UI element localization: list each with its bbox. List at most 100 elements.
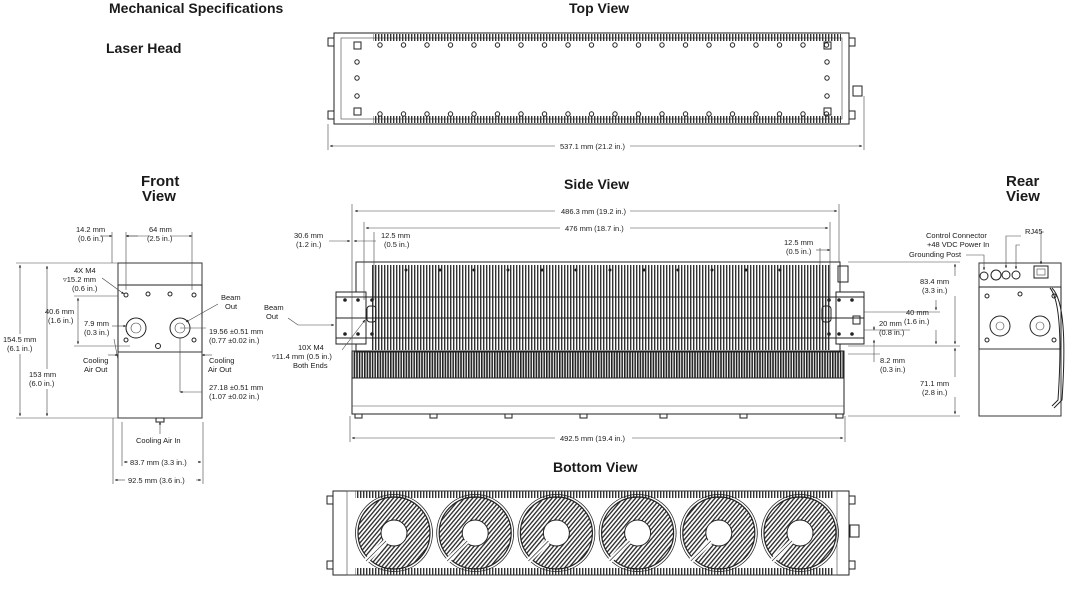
- front-dim-153-in: (6.0 in.): [29, 379, 55, 388]
- rear-control-connector: Control Connector: [926, 231, 987, 240]
- side-beam-out-2: Out: [266, 312, 279, 321]
- front-dim-27-18-in: (1.07 ±0.02 in.): [209, 392, 260, 401]
- side-dim-486-3: 486.3 mm (19.2 in.): [561, 207, 627, 216]
- cooling-fan: [761, 494, 839, 572]
- side-m4-label: 10X M4: [298, 343, 324, 352]
- foot: [739, 413, 748, 419]
- top-screw: [565, 42, 571, 48]
- side-dim-30-6: 30.6 mm: [294, 231, 323, 240]
- top-screw: [706, 111, 712, 117]
- top-screw: [635, 42, 642, 48]
- top-screw: [753, 42, 759, 48]
- front-view-title-2: View: [142, 188, 176, 205]
- side-screw: [472, 268, 476, 272]
- front-cool-out-right-2: Air Out: [208, 365, 232, 374]
- top-view-title: Top View: [569, 0, 629, 16]
- top-length-label: 537.1 mm (21.2 in.): [560, 142, 626, 151]
- front-beam-out: Beam: [221, 293, 241, 302]
- rear-rj45: RJ45: [1025, 227, 1043, 236]
- top-screw: [588, 42, 595, 48]
- top-screw: [753, 111, 759, 117]
- side-view-title: Side View: [564, 176, 629, 192]
- foot: [354, 413, 363, 419]
- top-screw: [565, 111, 571, 117]
- top-screw: [776, 111, 783, 117]
- top-screw: [800, 111, 806, 117]
- front-dim-27-18: 27.18 ±0.51 mm: [209, 383, 263, 392]
- front-m4-depth: ▿15.2 mm: [63, 275, 96, 284]
- side-dim-20: 20 mm: [879, 319, 902, 328]
- side-dim-476: 476 mm (18.7 in.): [565, 224, 624, 233]
- top-screw: [471, 42, 477, 48]
- top-screw: [706, 42, 712, 48]
- side-screw: [850, 298, 854, 302]
- top-screw: [612, 42, 618, 48]
- subtitle: Laser Head: [106, 40, 181, 56]
- front-view-title-1: Front: [141, 173, 179, 190]
- side-screw: [370, 332, 374, 336]
- top-screw: [471, 111, 477, 117]
- top-screw: [447, 111, 454, 117]
- top-screw: [776, 42, 783, 48]
- side-screw: [574, 268, 578, 272]
- front-dim-19-56-in: (0.77 ±0.02 in.): [209, 336, 260, 345]
- top-screw: [518, 111, 524, 117]
- front-dim-40-6-in: (1.6 in.): [48, 316, 74, 325]
- cooling-fan: [517, 494, 596, 572]
- front-dim-92-5: 92.5 mm (3.6 in.): [128, 476, 185, 485]
- top-screw: [541, 42, 548, 48]
- side-screw: [404, 268, 408, 272]
- rear-view-title-1: Rear: [1006, 173, 1040, 190]
- top-screw: [377, 42, 383, 48]
- side-screw: [343, 332, 347, 336]
- front-beam-out-2: Out: [225, 302, 238, 311]
- side-dim-83-4: 83.4 mm: [920, 277, 949, 286]
- side-screw: [778, 268, 782, 272]
- top-screw: [354, 93, 360, 99]
- top-screw: [800, 42, 806, 48]
- top-screw: [824, 75, 830, 81]
- front-dim-7-9-in: (0.3 in.): [84, 328, 110, 337]
- rear-view-title-2: View: [1006, 188, 1040, 205]
- side-m4-depth: ▿11.4 mm (0.5 in.): [272, 352, 332, 361]
- rear-power: +48 VDC Power In: [927, 240, 989, 249]
- side-screw: [438, 268, 442, 272]
- bottom-view-title: Bottom View: [553, 459, 638, 475]
- top-screw: [659, 111, 665, 117]
- side-screw: [850, 332, 854, 336]
- side-dim-492-5: 492.5 mm (19.4 in.): [560, 434, 626, 443]
- front-dim-83-7: 83.7 mm (3.3 in.): [130, 458, 187, 467]
- top-screw: [823, 111, 830, 117]
- top-screw: [729, 111, 736, 117]
- front-dim-14-2-in: (0.6 in.): [78, 234, 104, 243]
- cooling-fan: [355, 494, 433, 572]
- side-screw: [370, 298, 374, 302]
- side-dim-20-in: (0.8 in.): [879, 328, 905, 337]
- cooling-fan: [598, 494, 677, 572]
- foot: [659, 413, 668, 419]
- side-dim-12-5-left-in: (0.5 in.): [384, 240, 410, 249]
- side-screw: [827, 332, 831, 336]
- side-screw: [540, 268, 544, 272]
- front-dim-153: 153 mm: [29, 370, 56, 379]
- side-screw: [506, 268, 510, 272]
- front-m4-label: 4X M4: [74, 266, 96, 275]
- top-screw: [494, 111, 501, 117]
- top-screw: [400, 111, 407, 117]
- rear-view: Control Connector RJ45 +48 VDC Power In …: [909, 227, 1065, 417]
- side-dim-30-6-in: (1.2 in.): [296, 240, 322, 249]
- front-dim-19-56: 19.56 ±0.51 mm: [209, 327, 263, 336]
- front-dim-14-2: 14.2 mm: [76, 225, 105, 234]
- top-screw: [824, 93, 830, 99]
- side-dim-8-2: 8.2 mm: [880, 356, 905, 365]
- side-dim-8-2-in: (0.3 in.): [880, 365, 906, 374]
- top-screw: [354, 75, 360, 81]
- front-cool-in: Cooling Air In: [136, 436, 181, 445]
- front-dim-154-5-in: (6.1 in.): [7, 344, 33, 353]
- top-screw: [377, 111, 383, 117]
- front-m4-depth-in: (0.6 in.): [72, 284, 98, 293]
- bottom-view: [326, 490, 860, 576]
- top-screw: [659, 42, 665, 48]
- rear-grounding: Grounding Post: [909, 250, 962, 259]
